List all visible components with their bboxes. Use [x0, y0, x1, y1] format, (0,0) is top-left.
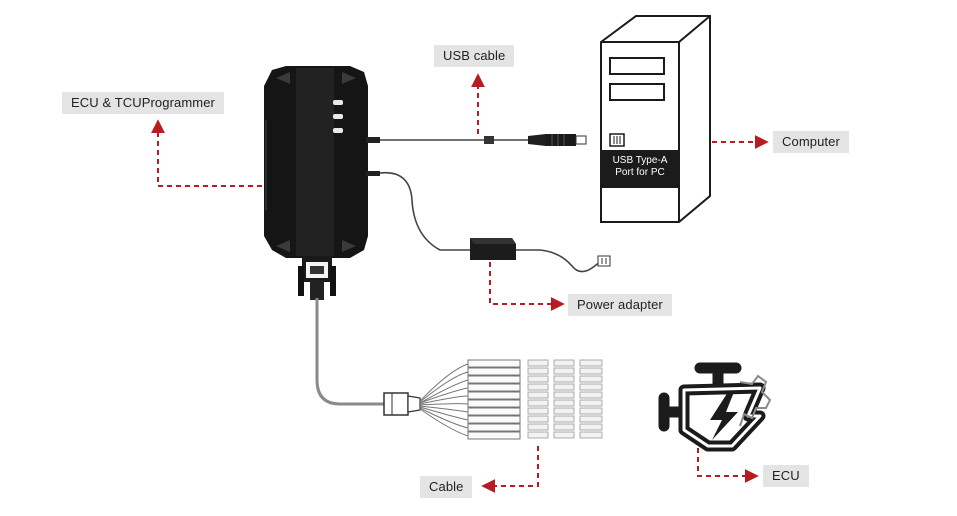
tower-pc [600, 15, 711, 223]
engine-icon [658, 362, 766, 452]
breakout-cable-harness [419, 359, 603, 440]
harness-connector [383, 392, 421, 416]
usb-port-label: USB Type-A Port for PC [601, 155, 679, 179]
harness-cable [315, 298, 386, 406]
cable-leader [481, 446, 539, 493]
computer-label: Computer [773, 131, 849, 153]
programmer-leader [151, 119, 262, 187]
engine-icon-inner [682, 386, 762, 448]
power-adapter [366, 171, 611, 273]
usb-cable [366, 134, 587, 146]
ecu-label: ECU [763, 465, 809, 487]
power-adapter-label: Power adapter [568, 294, 672, 316]
usb-port-label-line1: USB Type-A [612, 155, 668, 166]
ecu-leader [697, 448, 759, 483]
engine-bolt [710, 392, 738, 440]
programmer-device [264, 66, 368, 300]
programmer-label: ECU & TCUProgrammer [62, 92, 224, 114]
usb-cable-label: USB cable [434, 45, 515, 67]
leader-arrows [151, 73, 769, 493]
engine-gear [739, 374, 772, 427]
cable-label: Cable [420, 476, 473, 498]
usb-port-label-line2: Port for PC [615, 167, 665, 178]
power-adapter-leader [489, 262, 565, 311]
